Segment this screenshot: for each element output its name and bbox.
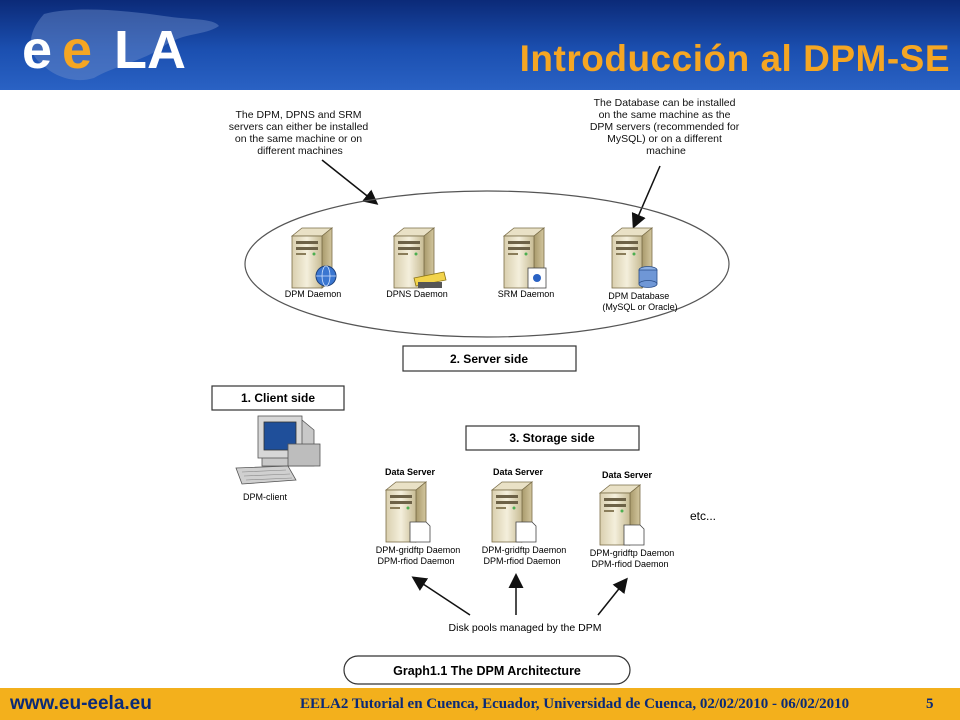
footer-text: EELA2 Tutorial en Cuenca, Ecuador, Unive… xyxy=(300,696,850,712)
data-server-daemon-1: DPM-gridftp Daemon xyxy=(590,548,675,558)
dpm-database-label: DPM Database (MySQL or Oracle) xyxy=(602,291,677,312)
svg-text:e: e xyxy=(22,20,52,80)
disk-pools-label: Disk pools managed by the DPM xyxy=(449,622,602,634)
data-server-icon xyxy=(491,481,537,543)
data-server-daemon-2: DPM-rfiod Daemon xyxy=(591,559,668,569)
dpm-database-server-icon xyxy=(611,227,658,289)
data-server-3: Data Server DPM-gridftp Daemon DPM-rfiod… xyxy=(590,470,675,569)
server-ellipse xyxy=(244,190,730,338)
etc-label: etc... xyxy=(690,509,716,523)
note-servers: The DPM, DPNS and SRM servers can either… xyxy=(229,109,371,157)
eela-logo: e e LA xyxy=(22,9,220,81)
page-number: 5 xyxy=(926,696,934,712)
svg-text:LA: LA xyxy=(114,20,186,80)
client-side-box xyxy=(211,385,345,411)
data-server-icon xyxy=(599,484,645,546)
header-bar: e e LA Introducción al DPM-SE xyxy=(0,0,960,90)
data-server-icon xyxy=(385,481,431,543)
caption-label: Graph1.1 The DPM Architecture xyxy=(393,664,581,678)
data-server-1: Data Server DPM-gridftp Daemon DPM-rfiod… xyxy=(376,467,461,566)
arrow-disk-pool-3 xyxy=(597,577,628,616)
server-side-label: 2. Server side xyxy=(450,352,528,366)
note-database: The Database can be installed on the sam… xyxy=(590,97,742,157)
storage-side-label: 3. Storage side xyxy=(509,431,595,445)
slide-title: Introducción al DPM-SE xyxy=(519,38,950,79)
data-server-2: Data Server DPM-gridftp Daemon DPM-rfiod… xyxy=(482,467,567,566)
data-server-title: Data Server xyxy=(602,470,653,480)
server-side-box xyxy=(402,345,577,372)
data-server-daemon-2: DPM-rfiod Daemon xyxy=(483,556,560,566)
client-computer-icon xyxy=(235,415,321,485)
client-side-label: 1. Client side xyxy=(241,391,315,405)
arrow-note-servers xyxy=(321,159,379,205)
dpm-daemon-server-icon xyxy=(291,227,337,289)
arrow-disk-pool-1 xyxy=(411,576,471,616)
dpns-daemon-server-icon xyxy=(393,227,447,289)
data-server-daemon-1: DPM-gridftp Daemon xyxy=(376,545,461,555)
footer-bar: www.eu-eela.eu EELA2 Tutorial en Cuenca,… xyxy=(0,688,960,720)
storage-side-box xyxy=(465,425,640,451)
dpm-architecture-diagram: The DPM, DPNS and SRM servers can either… xyxy=(211,97,742,685)
arrow-note-database xyxy=(631,165,661,229)
data-server-title: Data Server xyxy=(493,467,544,477)
data-server-daemon-1: DPM-gridftp Daemon xyxy=(482,545,567,555)
dpns-daemon-label: DPNS Daemon xyxy=(386,289,448,299)
srm-daemon-server-icon xyxy=(503,227,547,289)
data-server-title: Data Server xyxy=(385,467,436,477)
footer-url[interactable]: www.eu-eela.eu xyxy=(10,693,152,714)
srm-daemon-label: SRM Daemon xyxy=(498,289,555,299)
client-label: DPM-client xyxy=(243,492,288,502)
svg-text:e: e xyxy=(62,20,92,80)
dpm-daemon-label: DPM Daemon xyxy=(285,289,342,299)
data-server-daemon-2: DPM-rfiod Daemon xyxy=(377,556,454,566)
caption-box xyxy=(343,655,631,685)
